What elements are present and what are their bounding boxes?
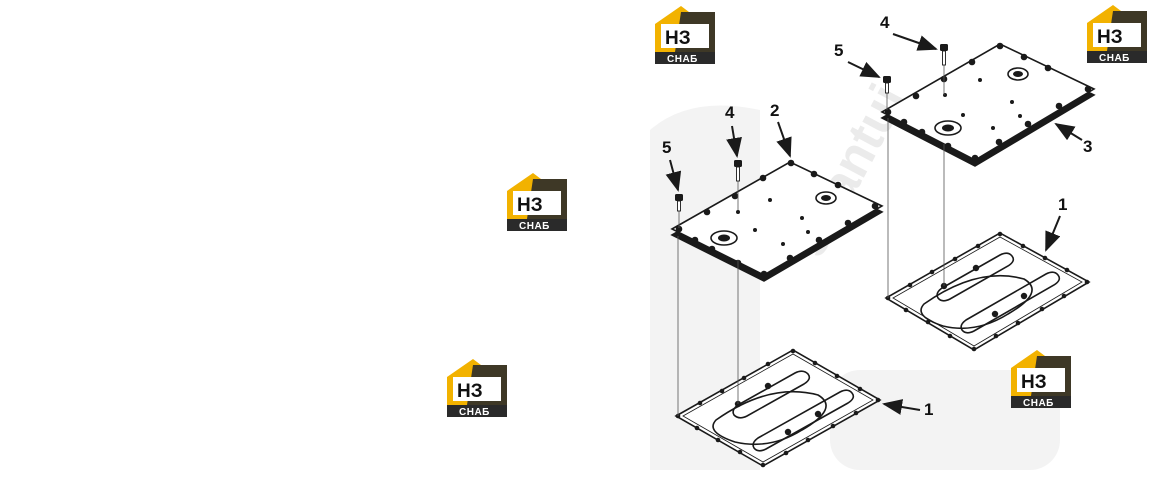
logo-subtitle: СНАБ <box>519 221 550 232</box>
logo-4: НЗ СНАБ <box>447 359 507 418</box>
bolt-5-right <box>883 76 891 94</box>
logo-mark: НЗ <box>517 195 543 216</box>
cover-plate-left <box>670 159 884 282</box>
callout-4-left: 4 <box>725 103 735 122</box>
logo-3: НЗ СНАБ <box>507 173 567 232</box>
logo-mark: НЗ <box>457 381 483 402</box>
logo-subtitle: СНАБ <box>459 407 490 418</box>
callout-4-right: 4 <box>880 13 890 32</box>
callout-5-right: 5 <box>834 41 843 60</box>
callout-5-left: 5 <box>662 138 671 157</box>
logo-mark: НЗ <box>1097 27 1123 48</box>
bolt-4-right <box>940 44 948 66</box>
gasket-right <box>884 231 1091 352</box>
callout-3: 3 <box>1083 137 1092 156</box>
logo-mark: НЗ <box>665 28 691 49</box>
cover-plate-right <box>880 42 1096 167</box>
callout-labels: 1 1 2 3 4 4 5 5 <box>662 13 1092 419</box>
alignment-lines-left <box>677 175 739 416</box>
alignment-lines-right <box>886 60 945 298</box>
bolt-5-left <box>675 194 683 212</box>
logo-subtitle: СНАБ <box>1099 53 1130 64</box>
logo-5: НЗ СНАБ <box>1011 350 1071 409</box>
logo-subtitle: СНАБ <box>667 54 698 65</box>
callout-arrows <box>665 33 1083 415</box>
callout-1-right: 1 <box>1058 195 1067 214</box>
logo-subtitle: СНАБ <box>1023 398 1054 409</box>
logo-2: НЗ СНАБ <box>1087 5 1147 64</box>
logo-mark: НЗ <box>1021 372 1047 393</box>
bolt-4-left <box>734 160 742 182</box>
callout-1-left: 1 <box>924 400 933 419</box>
logo-1: НЗ СНАБ <box>655 6 715 65</box>
callout-2: 2 <box>770 101 779 120</box>
